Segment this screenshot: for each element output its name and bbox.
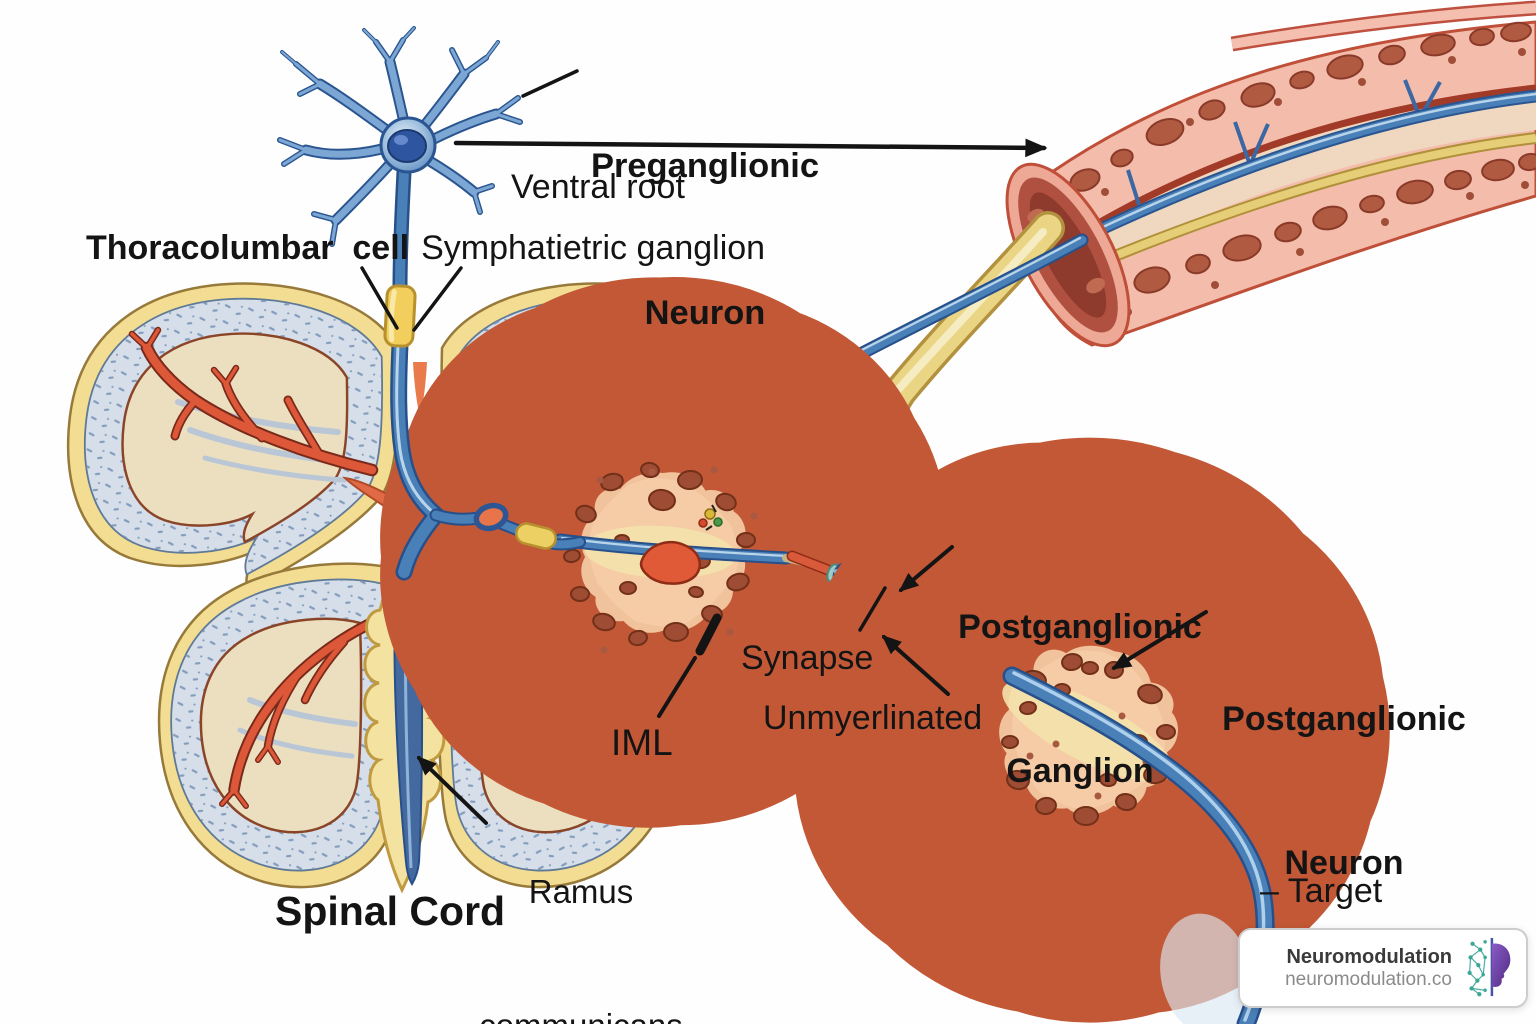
neuromodulation-logo-icon xyxy=(1467,937,1511,997)
sympathetic-chain-ganglion xyxy=(560,452,786,653)
dendrites xyxy=(278,27,522,246)
label-line: Preganglionic xyxy=(590,146,820,185)
synapse-label: Synapse xyxy=(741,639,874,677)
wing-upper-left xyxy=(66,282,400,592)
postganglionic-neuron-illustration xyxy=(953,596,1225,865)
annotation-lines xyxy=(360,69,1208,825)
sympathetic-ganglion-label: Symphatietric ganglion xyxy=(421,229,766,267)
synaptic-terminal-red xyxy=(639,541,701,585)
label-line: communicans xyxy=(462,1004,700,1024)
label-line: Postganglionic xyxy=(958,607,1202,646)
unmyelinated-label: Unmyerlinated xyxy=(763,699,983,737)
postganglionic-neuron-arrow xyxy=(1111,610,1208,670)
watermark-domain: neuromodulation.co xyxy=(1285,968,1452,990)
preganglionic-neuron-illustration xyxy=(277,26,586,581)
spinal-cord-label: Spinal Cord xyxy=(275,888,506,934)
label-line: Ramus xyxy=(528,872,634,910)
label-line: Ganglion xyxy=(1006,752,1154,791)
vessel-wall-small-cells xyxy=(1101,48,1529,316)
wing-lower-left xyxy=(157,562,404,889)
ramus-communicans-arrow xyxy=(416,755,488,825)
thoracolumbar-leader-lines xyxy=(360,266,463,332)
myelin-capsule xyxy=(515,522,557,550)
perivascular-yellow-nerve xyxy=(1059,132,1536,284)
iml-pointer-wedge xyxy=(695,613,722,656)
axon-hillock-knob xyxy=(473,502,509,532)
preganglionic-leader-line xyxy=(521,69,579,98)
perivascular-blue-nerve xyxy=(1079,79,1536,244)
blood-vessel-illustration xyxy=(1005,0,1536,348)
face-profile-icon xyxy=(1491,943,1511,987)
watercolor-wash xyxy=(1160,913,1252,1024)
ventral-root-label: Ventral root xyxy=(511,168,685,206)
postganglionic-neuron-label: Postganglionic Neuron xyxy=(1198,598,1490,936)
wing-red-vessels xyxy=(128,326,379,477)
label-line: Postganglionic xyxy=(1222,699,1466,738)
watermark-name: Neuromodulation xyxy=(1286,945,1452,968)
nucleus-highlight xyxy=(394,135,408,145)
thoracolumbar-sympathetic-label: Thoracolumbar cell Symphatietric ganglion xyxy=(86,224,765,272)
label-line: Neuron xyxy=(644,293,766,332)
iml-label: IML xyxy=(611,722,673,763)
postganglionic-ganglion-arrow xyxy=(898,545,954,593)
ganglion-small-cells xyxy=(596,466,758,654)
thoracolumbar-cell-label: Thoracolumbar cell xyxy=(86,229,410,267)
ramus-communicans-label: Ramus communicans xyxy=(462,780,700,1024)
postganglionic-ganglion-label: Postganglionic Ganglion xyxy=(938,506,1222,844)
nucleus xyxy=(387,129,427,163)
axo-dendritic-synapse xyxy=(698,504,723,531)
preganglionic-neuron-label: Preganglionic Neuron xyxy=(557,44,853,387)
preganglionic-to-vessel-arrow xyxy=(453,138,1048,158)
label-line: Neuron xyxy=(1284,844,1404,883)
iml-leader-line xyxy=(657,656,697,718)
synapse-leader-line xyxy=(858,586,887,632)
watermark-text: Neuromodulation neuromodulation.co xyxy=(1285,945,1452,992)
wing-red-vessels xyxy=(219,609,394,809)
ganglion-cell-bodies xyxy=(1001,652,1176,826)
unmyelinated-arrow xyxy=(881,634,950,696)
target-label: – Target xyxy=(1260,872,1383,910)
watermark-badge: Neuromodulation neuromodulation.co xyxy=(1238,928,1528,1008)
